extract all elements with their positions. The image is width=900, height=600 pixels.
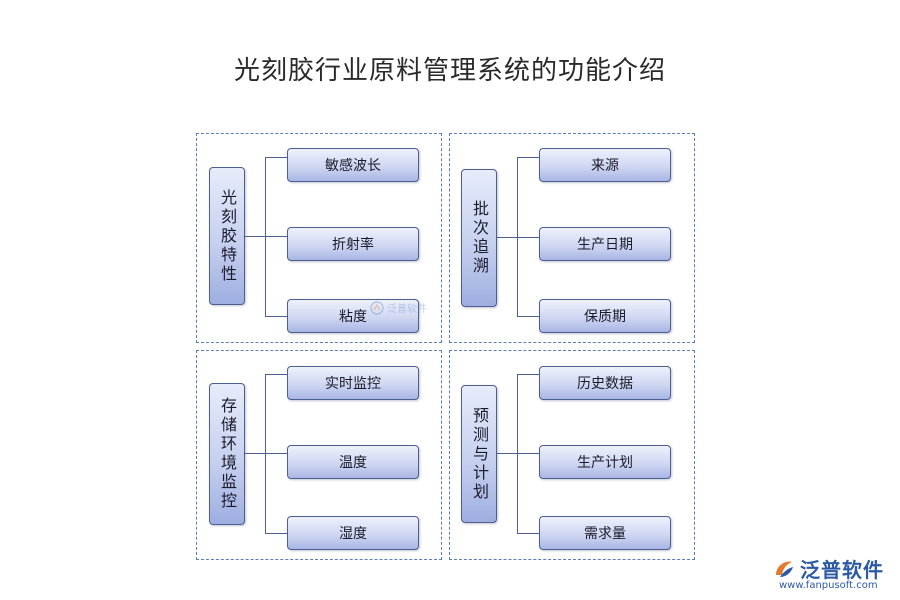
connector	[517, 157, 518, 316]
panel-batch-tracing	[449, 133, 695, 343]
item-humidity: 湿度	[287, 516, 419, 550]
item-temperature: 温度	[287, 445, 419, 479]
category-forecast-planning: 预测与计划	[461, 385, 497, 523]
connector	[496, 237, 517, 238]
brand-logo: 泛普软件	[772, 554, 884, 583]
connector	[265, 533, 287, 534]
item-source: 来源	[539, 148, 671, 182]
category-batch-tracing: 批次追溯	[461, 169, 497, 307]
item-shelf-life: 保质期	[539, 299, 671, 333]
connector	[517, 453, 539, 454]
panel-storage-monitoring	[196, 350, 442, 560]
connector	[265, 316, 287, 317]
panel-photoresist-properties	[196, 133, 442, 343]
brand-url[interactable]: www.fanpusoft.com	[779, 580, 878, 591]
brand-logo-text: 泛普软件	[800, 558, 884, 582]
connector	[265, 374, 287, 375]
connector	[517, 316, 539, 317]
item-historical-data: 历史数据	[539, 366, 671, 400]
connector	[517, 157, 539, 158]
connector	[244, 236, 265, 237]
connector	[517, 533, 539, 534]
connector	[265, 157, 287, 158]
brand-logo-icon	[776, 561, 793, 577]
diagram-title: 光刻胶行业原料管理系统的功能介绍	[233, 56, 666, 86]
item-realtime-monitoring: 实时监控	[287, 366, 419, 400]
watermark: 泛普软件	[370, 300, 427, 315]
category-photoresist-properties: 光刻胶特性	[209, 167, 245, 305]
item-production-plan: 生产计划	[539, 445, 671, 479]
panel-forecast-planning	[449, 350, 695, 560]
connector	[244, 453, 265, 454]
connector	[265, 453, 287, 454]
item-sensitive-wavelength: 敏感波长	[287, 148, 419, 182]
watermark-text: 泛普软件	[387, 304, 427, 315]
connector	[265, 236, 287, 237]
connector	[517, 374, 539, 375]
item-refractive-index: 折射率	[287, 227, 419, 261]
item-viscosity: 粘度	[287, 299, 419, 333]
item-production-date: 生产日期	[539, 227, 671, 261]
item-demand: 需求量	[539, 516, 671, 550]
category-storage-monitoring: 存储环境监控	[209, 383, 245, 525]
watermark-logo-icon	[370, 300, 384, 315]
connector	[517, 237, 539, 238]
connector	[496, 453, 517, 454]
